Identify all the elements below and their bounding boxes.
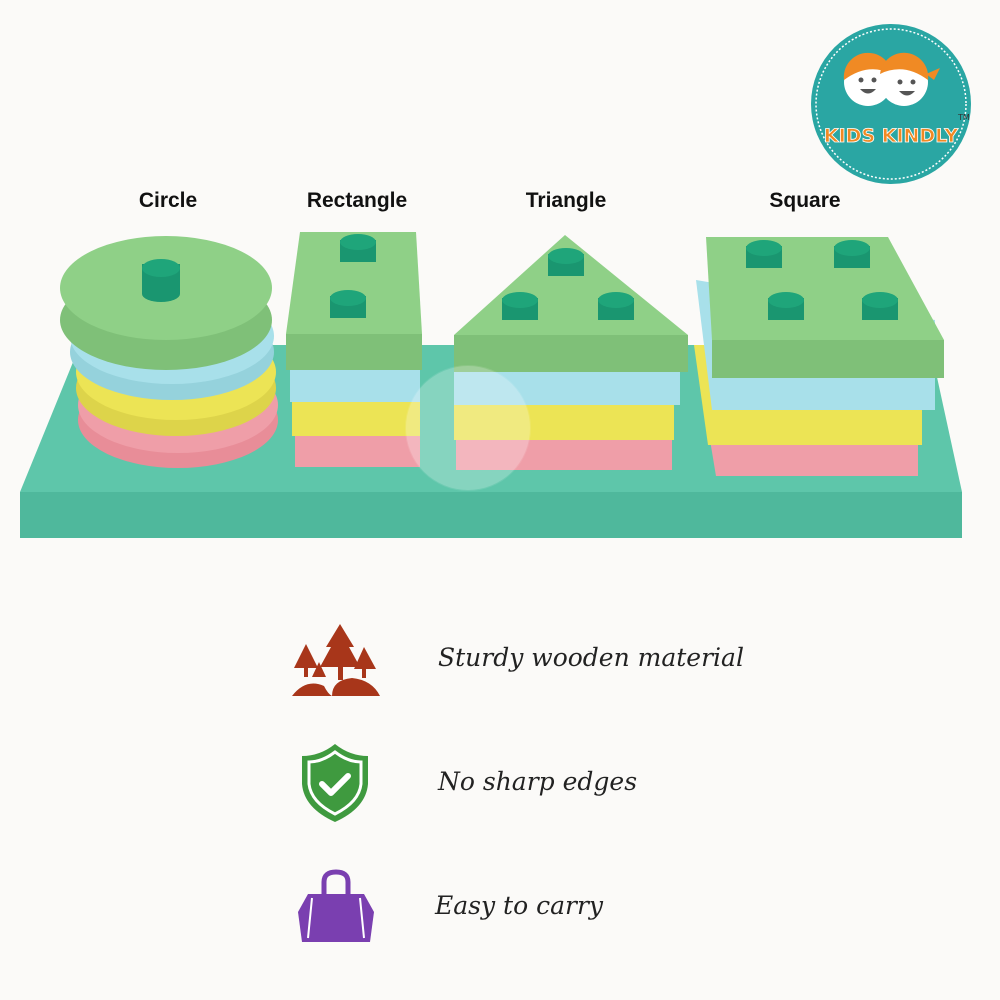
rectangle-stack — [286, 232, 422, 467]
shape-sorter-toy — [20, 232, 962, 538]
label-triangle: Triangle — [525, 189, 607, 212]
svg-text:TM: TM — [957, 113, 970, 122]
feature-text: No sharp edges — [438, 767, 638, 796]
logo-text: KIDS KINDLY — [824, 125, 958, 147]
label-square: Square — [769, 189, 841, 212]
triangle-stack — [454, 235, 688, 470]
circle-stack — [60, 236, 278, 468]
feature-text: Easy to carry — [435, 891, 604, 920]
shield-check-icon — [302, 744, 368, 822]
forest-trees-icon — [292, 624, 380, 696]
square-stack — [694, 237, 944, 476]
watermark-logo — [405, 365, 531, 491]
label-rectangle: Rectangle — [306, 189, 408, 212]
feature-text: Sturdy wooden material — [438, 643, 744, 672]
kids-kindly-logo: KIDS KINDLY TM — [811, 24, 971, 184]
label-circle: Circle — [138, 189, 198, 212]
handbag-icon — [298, 869, 374, 942]
